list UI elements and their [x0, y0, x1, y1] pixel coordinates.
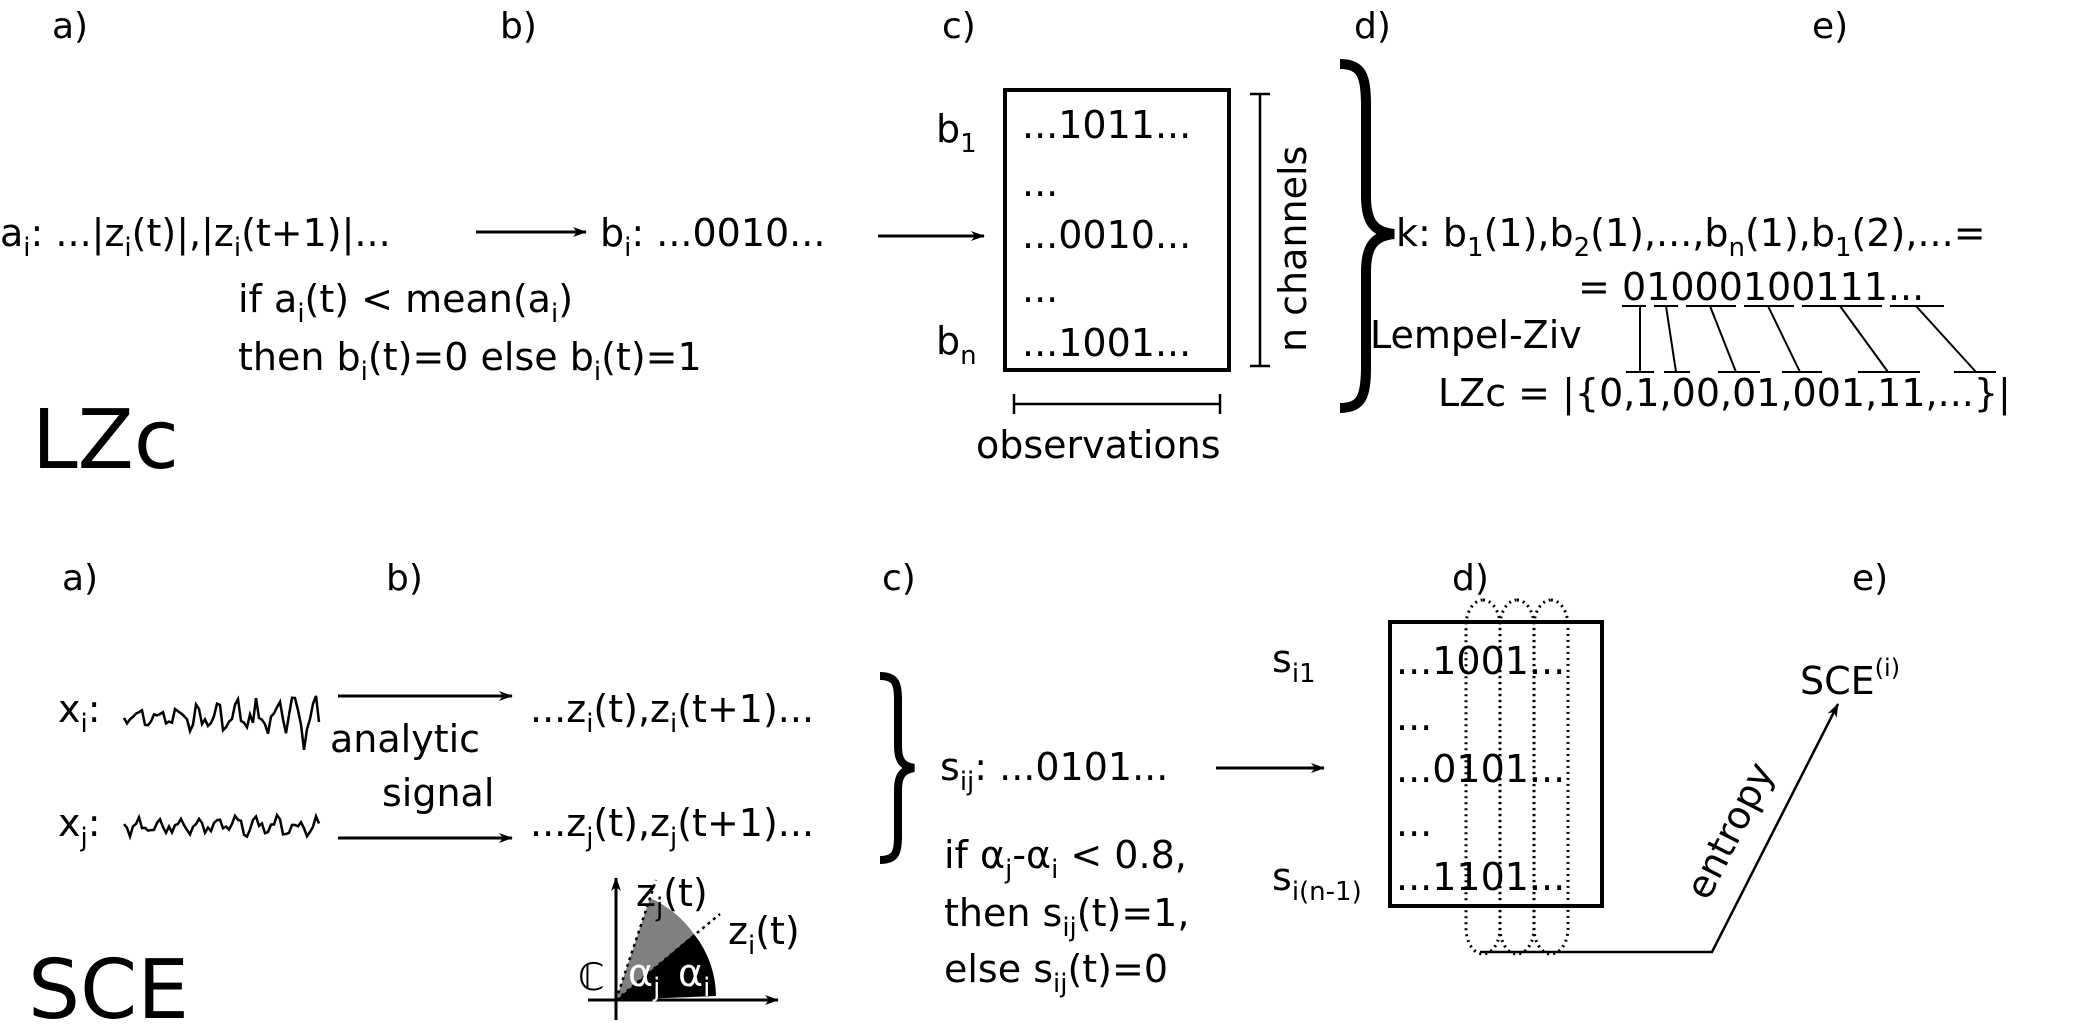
sce-phase-plot: ℂ zj(t) zi(t) αj αi	[578, 871, 800, 1020]
lzc-matrix-row: ...0010...	[1022, 213, 1191, 257]
sce-entropy-label: entropy	[1677, 755, 1783, 906]
sce-matrix-row: ...1101...	[1396, 855, 1565, 899]
lzc-label-b: b)	[500, 6, 537, 47]
zi-vector	[615, 913, 721, 1001]
lzc-b-rule-line1: if ai(t) < mean(ai)	[238, 277, 573, 329]
lzc-section: a) b) c) d) e) ai: ...|zi(t)|,|zi(t+1)|.…	[0, 6, 2011, 488]
lzc-channels-label: n channels	[1271, 146, 1315, 352]
lzc-label-a: a)	[52, 6, 88, 47]
sce-sij-sequence: sij: ...0101...	[940, 745, 1168, 797]
sce-output: SCE(i)	[1800, 654, 1900, 703]
sce-rule-line2: then sij(t)=1,	[944, 891, 1189, 943]
lzc-matrix-row: ...1011...	[1022, 103, 1191, 147]
sce-rule-line1: if αj-αi < 0.8,	[944, 833, 1187, 885]
lzc-label-e: e)	[1812, 6, 1848, 47]
sce-label-b: b)	[386, 558, 423, 599]
lzc-a-sequence: ai: ...|zi(t)|,|zi(t+1)|...	[0, 211, 391, 263]
sce-title: SCE	[28, 943, 189, 1031]
sce-label-c: c)	[882, 558, 916, 599]
signal-xj-waveform	[123, 812, 321, 841]
sce-label-a: a)	[62, 558, 98, 599]
alpha-j-sector	[616, 898, 694, 1000]
sce-channel-matrix	[1388, 620, 1604, 908]
sce-label-d: d)	[1452, 558, 1489, 599]
sce-signal-xj-label: xj:	[58, 801, 101, 853]
lzc-bit-string: 01000100111...	[1622, 265, 1924, 309]
sce-matrix-row: ...	[1396, 801, 1432, 845]
lzc-channel-matrix	[1003, 88, 1231, 372]
alpha-j-label: αj	[628, 951, 660, 1003]
lzc-row-label-first: b1	[936, 107, 977, 159]
lzc-b-sequence: bi: ...0010...	[600, 211, 825, 263]
lzc-observations-bracket	[1012, 394, 1222, 414]
sce-analytic-zi: ...zi(t),zi(t+1)...	[530, 687, 814, 739]
alpha-i-sector	[616, 934, 716, 1000]
zj-label: zj(t)	[636, 871, 708, 923]
signal-xi-waveform	[122, 695, 321, 750]
lzc-parse-connectors	[1622, 305, 1996, 373]
lzc-method-label: Lempel-Ziv	[1370, 313, 1582, 357]
sce-transform-label-line2: signal	[382, 771, 494, 815]
lzc-result: LZc = |{0,1,00,01,001,11,...}|	[1438, 371, 2011, 416]
lzc-label-c: c)	[942, 6, 976, 47]
zi-label: zi(t)	[728, 909, 800, 961]
sce-transform-label-line1: analytic	[330, 717, 480, 761]
lzc-observations-label: observations	[976, 423, 1221, 467]
complex-plane-symbol: ℂ	[578, 955, 605, 999]
lzc-matrix-row: ...	[1022, 267, 1058, 311]
sce-row-label-first: si1	[1272, 637, 1316, 689]
lzc-title: LZc	[32, 393, 179, 488]
sce-matrix-row: ...1001...	[1396, 639, 1565, 683]
lzc-channels-bracket	[1250, 92, 1270, 368]
sce-entropy-arrow	[1480, 703, 1840, 954]
sce-section: a) b) c) d) e) xi: xj: analytic signal .…	[28, 558, 1900, 1031]
sce-analytic-zj: ...zj(t),zj(t+1)...	[530, 801, 814, 853]
lzc-k-sequence: k: b1(1),b2(1),...,bn(1),b1(2),...=	[1396, 211, 1986, 263]
lzc-label-d: d)	[1354, 6, 1391, 47]
alpha-i-label: αi	[678, 951, 710, 1003]
sce-label-e: e)	[1852, 558, 1888, 599]
lzc-eq-prefix: =	[1578, 265, 1610, 309]
sce-signal-xi-label: xi:	[58, 687, 101, 739]
lzc-matrix-row: ...	[1022, 161, 1058, 205]
lzc-matrix-row: ...1001...	[1022, 321, 1191, 365]
sce-column-ovals	[1464, 598, 1570, 956]
lzc-row-label-last: bn	[936, 319, 977, 371]
sce-rule-line3: else sij(t)=0	[944, 947, 1168, 999]
zj-vector	[614, 879, 658, 1001]
lzc-b-rule-line2: then bi(t)=0 else bi(t)=1	[238, 335, 702, 387]
sce-curly-brace	[879, 672, 915, 864]
sce-matrix-row: ...	[1396, 695, 1432, 739]
sce-matrix-row: ...0101...	[1396, 747, 1565, 791]
sce-row-label-last: si(n-1)	[1272, 855, 1362, 907]
lzc-curly-brace	[1339, 59, 1395, 413]
